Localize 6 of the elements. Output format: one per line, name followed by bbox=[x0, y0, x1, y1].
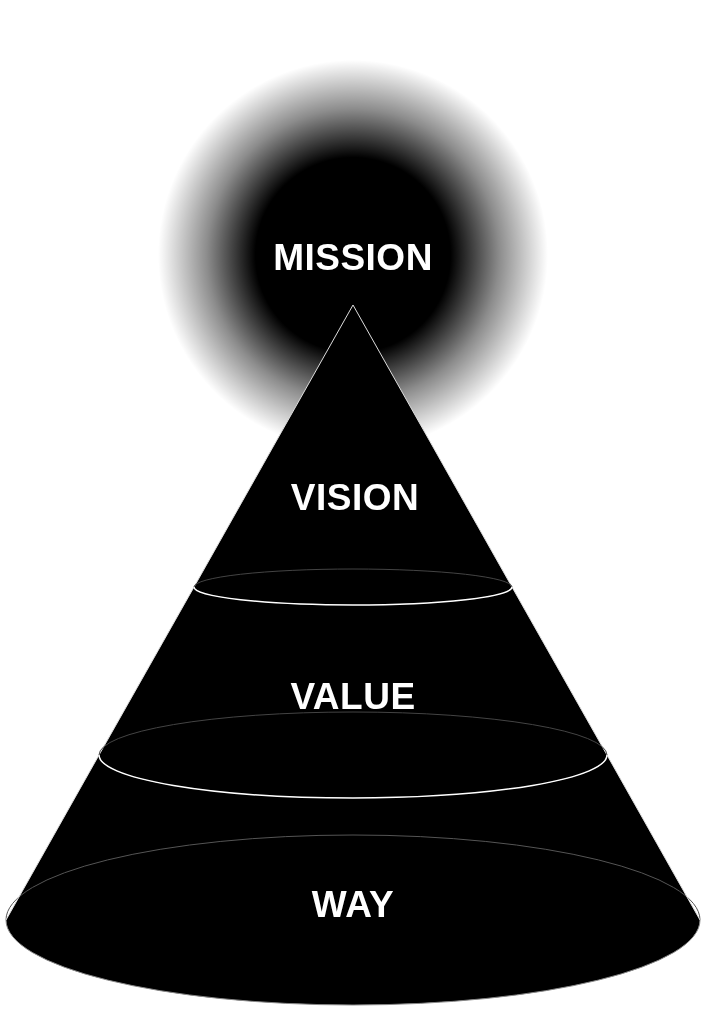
section-label: VISION bbox=[290, 477, 420, 519]
section-label: VALUE bbox=[290, 676, 416, 718]
cone-top-section bbox=[193, 304, 513, 606]
section-label: WAY bbox=[311, 884, 395, 926]
cone-middle-band bbox=[98, 568, 608, 799]
section-label: MISSION bbox=[273, 237, 433, 279]
